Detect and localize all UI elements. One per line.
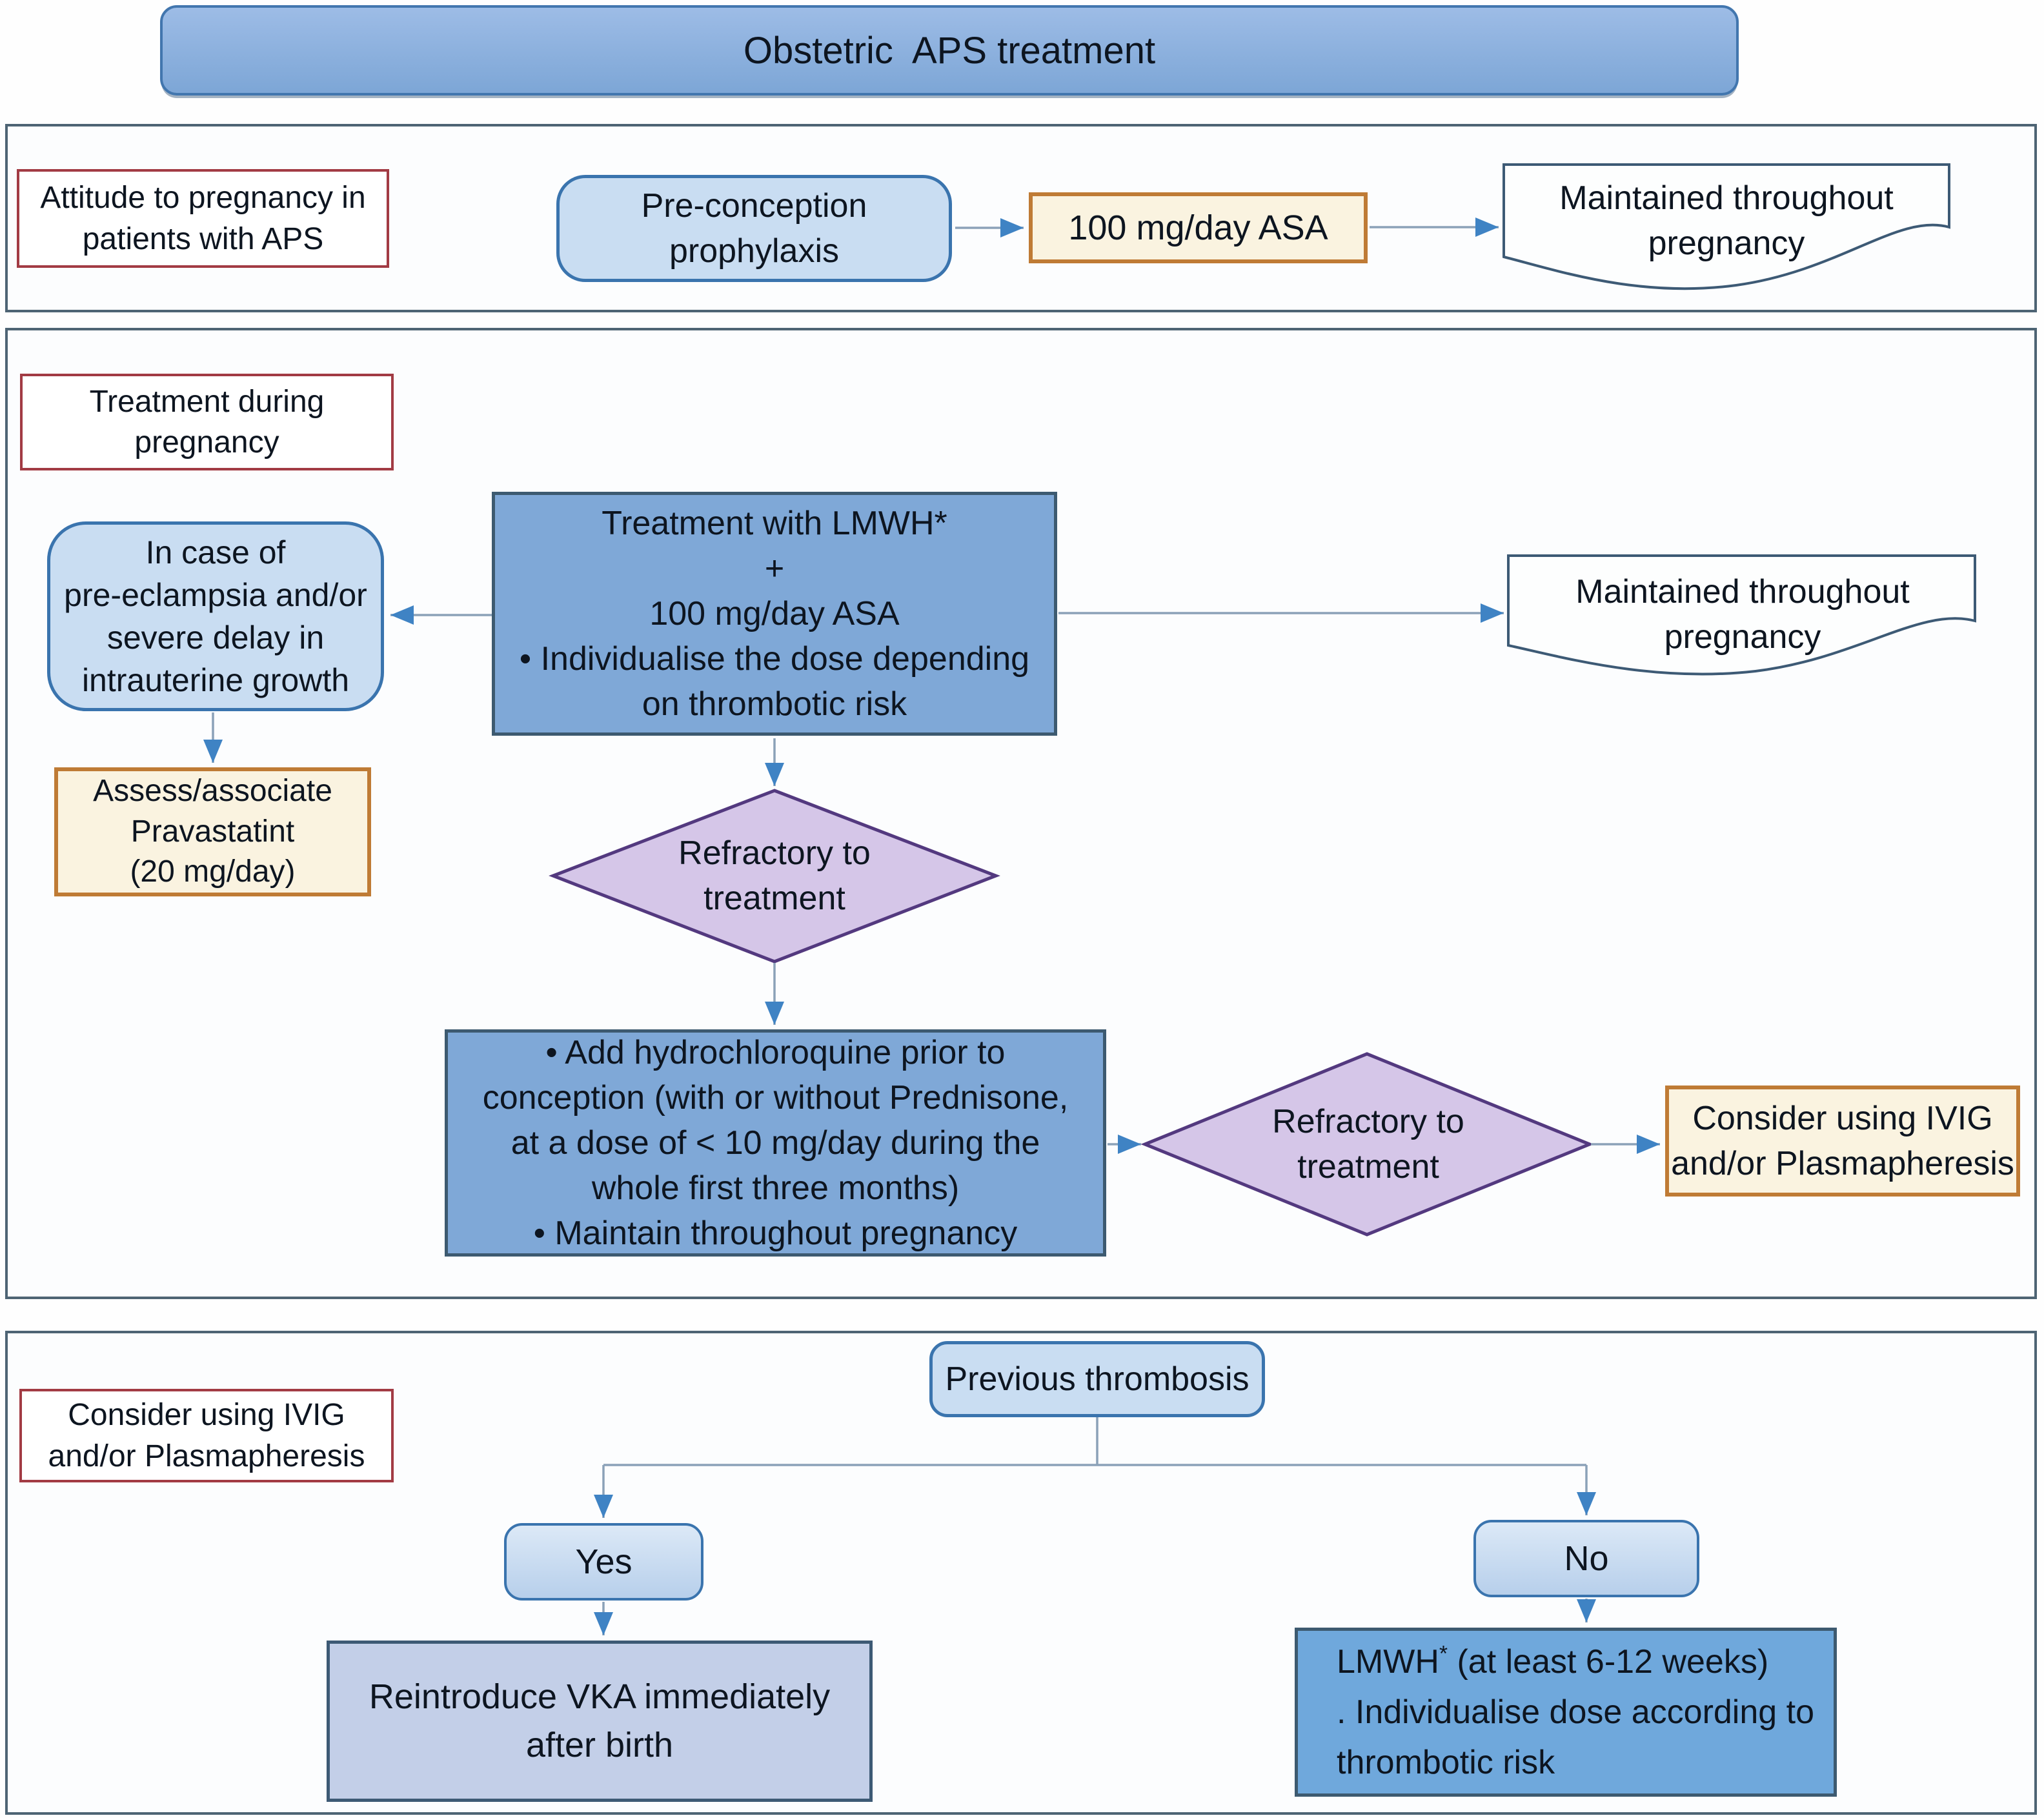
node-preeclampsia-case: In case of pre-eclampsia and/or severe d… xyxy=(47,521,384,711)
node-line: Reintroduce VKA immediately xyxy=(369,1677,831,1717)
node-yes: Yes xyxy=(504,1523,703,1601)
lmwh-text: LMWH xyxy=(1337,1643,1439,1681)
node-line: Pre-conception xyxy=(641,187,867,225)
node-line: prophylaxis xyxy=(669,232,840,270)
node-no: No xyxy=(1473,1520,1699,1597)
node-line: and/or Plasmapheresis xyxy=(1671,1145,2014,1182)
node-line: • Maintain throughout pregnancy xyxy=(533,1215,1018,1253)
previous-thrombosis-branch-line xyxy=(603,1417,1586,1466)
node-line: pre-eclampsia and/or xyxy=(64,577,367,613)
label-treatment-during-pregnancy: Treatment during pregnancy xyxy=(20,374,394,470)
node-line: intrauterine growth xyxy=(81,662,350,698)
document-shape-maintained-2 xyxy=(1507,554,1976,676)
decision-diamond-refractory-1 xyxy=(549,789,1000,964)
node-line: 100 mg/day ASA xyxy=(1068,208,1328,247)
node-line: • Individualise the dose depending xyxy=(519,640,1030,678)
node-line: + xyxy=(764,549,785,587)
node-line: Pravastatint xyxy=(130,814,295,849)
node-lmwh-6-12-weeks: LMWH* (at least 6-12 weeks) . Individual… xyxy=(1295,1628,1837,1797)
node-line: Assess/associate xyxy=(93,774,332,809)
label-consider-ivig: Consider using IVIG and/or Plasmapheresi… xyxy=(19,1389,394,1482)
node-line: LMWH* (at least 6-12 weeks) xyxy=(1337,1637,1768,1687)
node-line: conception (with or without Prednisone, xyxy=(482,1078,1069,1116)
node-ivig-plasmapheresis: Consider using IVIG and/or Plasmapheresi… xyxy=(1665,1086,2020,1197)
label-line: Treatment during xyxy=(89,384,325,419)
label-line: Consider using IVIG xyxy=(68,1398,345,1433)
node-asa-dose: 100 mg/day ASA xyxy=(1029,192,1368,263)
node-line: Previous thrombosis xyxy=(945,1360,1250,1398)
asterisk-footnote: * xyxy=(1439,1641,1448,1666)
node-line: (20 mg/day) xyxy=(130,854,296,889)
node-pravastatin: Assess/associate Pravastatint (20 mg/day… xyxy=(54,767,371,896)
node-preconception-prophylaxis: Pre-conception prophylaxis xyxy=(556,175,952,282)
page-title: Obstetric APS treatment xyxy=(160,5,1739,96)
document-shape-maintained-1 xyxy=(1503,163,1950,290)
node-line: 100 mg/day ASA xyxy=(649,594,900,632)
lmwh-text: (at least 6-12 weeks) xyxy=(1448,1643,1769,1681)
node-line: on thrombotic risk xyxy=(642,685,907,723)
node-line: . Individualise dose according to xyxy=(1337,1693,1815,1731)
label-attitude-to-pregnancy: Attitude to pregnancy in patients with A… xyxy=(17,169,389,268)
label-line: pregnancy xyxy=(134,425,279,460)
node-line: Consider using IVIG xyxy=(1692,1099,1993,1137)
node-line: • Add hydrochloroquine prior to xyxy=(545,1033,1006,1071)
node-lmwh-asa-treatment: Treatment with LMWH* + 100 mg/day ASA • … xyxy=(492,492,1057,736)
node-line: No xyxy=(1564,1539,1609,1578)
node-line: Treatment with LMWH* xyxy=(602,504,947,542)
node-hydrochloroquine: • Add hydrochloroquine prior to concepti… xyxy=(445,1029,1106,1257)
label-line: Attitude to pregnancy in xyxy=(40,181,366,216)
node-previous-thrombosis: Previous thrombosis xyxy=(929,1341,1265,1417)
node-line: In case of xyxy=(145,534,286,571)
node-reintroduce-vka: Reintroduce VKA immediately after birth xyxy=(327,1641,873,1802)
label-line: patients with APS xyxy=(82,221,324,256)
decision-diamond-refractory-2 xyxy=(1140,1052,1594,1237)
label-line: and/or Plasmapheresis xyxy=(48,1439,365,1473)
node-line: after birth xyxy=(525,1726,674,1764)
node-line: Yes xyxy=(575,1542,632,1581)
node-line: severe delay in xyxy=(106,620,325,656)
node-line: whole first three months) xyxy=(591,1169,960,1207)
node-line: at a dose of < 10 mg/day during the xyxy=(511,1124,1040,1162)
node-line: thrombotic risk xyxy=(1337,1744,1555,1781)
